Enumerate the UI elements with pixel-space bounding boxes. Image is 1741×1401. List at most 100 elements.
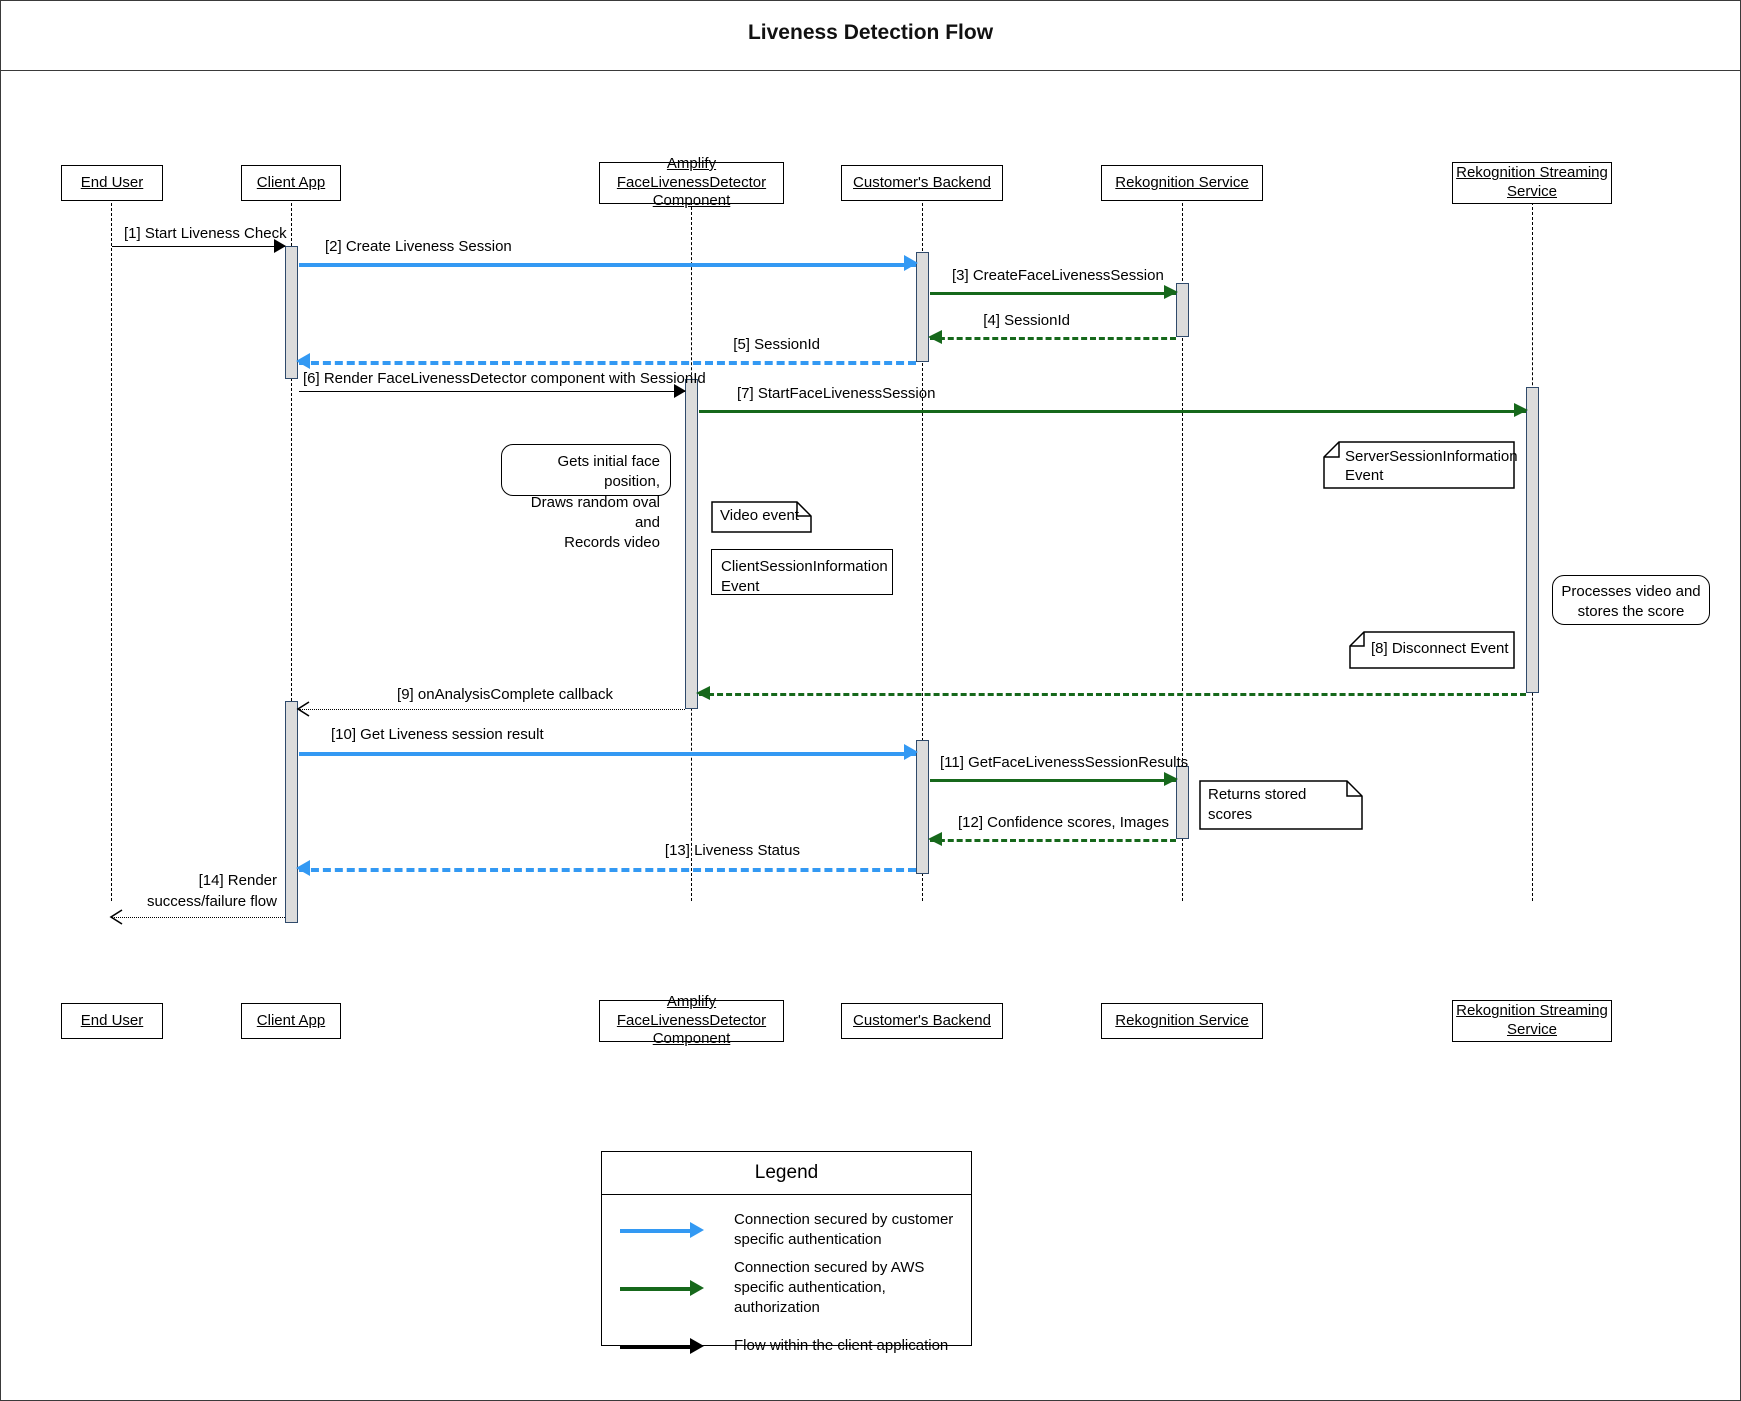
message-7-shaft xyxy=(699,410,1526,413)
participant-box-rekognition-bottom[interactable]: Rekognition Service xyxy=(1101,1003,1263,1039)
legend-text-client-flow: Flow within the client application xyxy=(734,1336,948,1356)
activation-amplify-1 xyxy=(685,379,698,709)
legend-customer-auth-line2: specific authentication xyxy=(734,1231,882,1248)
activation-streaming-1 xyxy=(1526,387,1539,693)
message-14-shaft xyxy=(112,917,285,918)
note-client-session-information: ClientSessionInformation Event xyxy=(711,549,893,595)
participant-box-backend-bottom[interactable]: Customer's Backend xyxy=(841,1003,1003,1039)
activation-rekognition-1 xyxy=(1176,283,1189,337)
participant-box-end-user-bottom[interactable]: End User xyxy=(61,1003,163,1039)
note-video-event: Video event xyxy=(711,501,812,533)
page-title: Liveness Detection Flow xyxy=(747,21,994,44)
note-gets-initial-line1: Gets initial face position, xyxy=(557,453,660,491)
note-returns-stored-line2: scores xyxy=(1208,806,1253,823)
message-6-label: [6] Render FaceLivenessDetector componen… xyxy=(303,370,706,387)
activation-backend-1 xyxy=(916,252,929,362)
participant-label-backend: Customer's Backend xyxy=(853,173,991,191)
participant-box-backend-top[interactable]: Customer's Backend xyxy=(841,165,1003,201)
legend-client-flow-line1: Flow within the client application xyxy=(734,1336,949,1354)
message-11-arrowhead xyxy=(1164,772,1178,786)
activation-client-app-2 xyxy=(285,701,298,923)
message-4-label: [4] SessionId xyxy=(983,312,1070,329)
participant-box-streaming-top[interactable]: Rekognition Streaming Service xyxy=(1452,162,1612,204)
message-1-label: [1] Start Liveness Check xyxy=(124,225,287,242)
participant-label-backend-bottom: Customer's Backend xyxy=(853,1011,991,1029)
participant-box-client-app-top[interactable]: Client App xyxy=(241,165,341,201)
message-14-arrowhead xyxy=(109,909,123,925)
lifeline-customers-backend xyxy=(922,183,923,901)
message-5-arrowhead xyxy=(296,353,310,369)
message-10-label: [10] Get Liveness session result xyxy=(331,726,544,743)
note-gets-initial-line3: Records video xyxy=(564,534,660,551)
message-5-label: [5] SessionId xyxy=(733,336,820,353)
participant-box-streaming-bottom[interactable]: Rekognition Streaming Service xyxy=(1452,1000,1612,1042)
message-12-shaft xyxy=(930,839,1176,842)
message-11-shaft xyxy=(930,779,1176,782)
legend-aws-auth-line2: specific authentication, authorization xyxy=(734,1278,886,1317)
participant-label-end-user: End User xyxy=(80,173,144,191)
legend-text-customer-auth: Connection secured by customer specific … xyxy=(734,1210,953,1251)
message-4-arrowhead xyxy=(928,330,942,344)
legend-arrow-customer-auth xyxy=(620,1220,730,1240)
note-gets-initial-line2: Draws random oval and xyxy=(530,493,660,531)
participant-box-client-app-bottom[interactable]: Client App xyxy=(241,1003,341,1039)
legend-row-client-flow: Flow within the client application xyxy=(602,1319,971,1373)
message-7-label: [7] StartFaceLivenessSession xyxy=(737,385,936,402)
message-14-label-line2: success/failure flow xyxy=(146,893,277,910)
note-processes-video-line1: Processes video and xyxy=(1561,583,1701,600)
message-2-arrowhead xyxy=(904,255,918,271)
title-bar: Liveness Detection Flow xyxy=(1,1,1740,71)
message-9-arrowhead xyxy=(296,701,310,717)
note-returns-stored-scores: Returns stored scores xyxy=(1199,780,1363,830)
message-13-shaft xyxy=(299,868,916,872)
participant-box-rekognition-top[interactable]: Rekognition Service xyxy=(1101,165,1263,201)
legend-arrow-aws-auth-head xyxy=(690,1280,704,1296)
lifeline-client-app xyxy=(291,183,292,901)
note-server-session-line2: Event xyxy=(1345,467,1384,484)
note-client-session-line1: ClientSessionInformation xyxy=(721,558,888,575)
message-13-label: [13] Liveness Status xyxy=(664,842,800,859)
participant-box-amplify-bottom[interactable]: Amplify FaceLivenessDetector Component xyxy=(599,993,784,1047)
participant-label-amplify-bottom: Amplify FaceLivenessDetector Component xyxy=(616,992,767,1048)
lifeline-rekognition-service xyxy=(1182,183,1183,901)
participant-box-end-user-top[interactable]: End User xyxy=(61,165,163,201)
message-1-arrowhead xyxy=(274,239,286,253)
legend-arrow-aws-auth-shaft xyxy=(620,1287,692,1291)
note-processes-video: Processes video and stores the score xyxy=(1552,575,1710,625)
participant-label-rekognition: Rekognition Service xyxy=(1115,173,1249,191)
legend-title: Legend xyxy=(602,1152,971,1195)
message-5-shaft xyxy=(299,361,916,365)
note-video-event-text: Video event xyxy=(720,507,799,524)
message-14-label-line1: [14] Render xyxy=(198,872,277,889)
message-6-arrowhead xyxy=(674,384,686,398)
message-9-return-arrowhead xyxy=(696,686,710,700)
message-2-label: [2] Create Liveness Session xyxy=(325,238,512,255)
message-2-shaft xyxy=(299,263,916,267)
note-returns-stored-scores-shape xyxy=(1199,780,1363,830)
message-3-label: [3] CreateFaceLivenessSession xyxy=(952,267,1164,284)
legend-arrow-client-flow-head xyxy=(690,1338,704,1354)
note-returns-stored-line1: Returns stored xyxy=(1208,786,1307,803)
activation-backend-2 xyxy=(916,740,929,874)
message-4-shaft xyxy=(930,337,1176,340)
note-server-session-shape xyxy=(1323,441,1515,489)
message-13-arrowhead xyxy=(296,860,310,876)
activation-rekognition-2 xyxy=(1176,766,1189,839)
legend-arrow-client-flow xyxy=(620,1336,730,1356)
participant-label-client-app: Client App xyxy=(256,173,326,191)
note-processes-video-line2: stores the score xyxy=(1577,603,1685,621)
participant-label-amplify: Amplify FaceLivenessDetector Component xyxy=(616,154,767,210)
legend-arrow-aws-auth xyxy=(620,1278,730,1298)
note-client-session-line2: Event xyxy=(721,577,760,595)
legend-arrow-customer-auth-head xyxy=(690,1222,704,1238)
message-7-arrowhead xyxy=(1514,403,1528,417)
note-gets-initial-face-position: Gets initial face position, Draws random… xyxy=(501,444,671,551)
participant-label-client-app-bottom: Client App xyxy=(256,1011,326,1029)
message-9-label: [9] onAnalysisComplete callback xyxy=(397,686,613,703)
participant-box-amplify-top[interactable]: Amplify FaceLivenessDetector Component xyxy=(599,155,784,209)
message-12-label: [12] Confidence scores, Images xyxy=(958,814,1169,831)
message-3-arrowhead xyxy=(1164,285,1178,299)
participant-label-end-user-bottom: End User xyxy=(80,1011,144,1029)
legend-row-aws-auth: Connection secured by AWS specific authe… xyxy=(602,1259,971,1316)
